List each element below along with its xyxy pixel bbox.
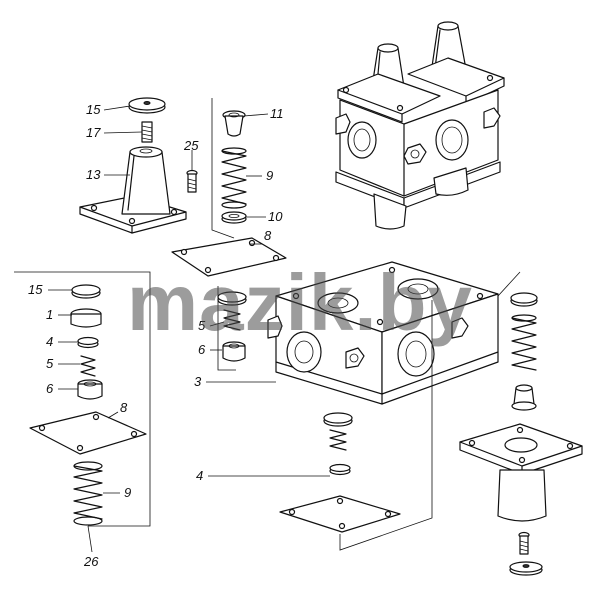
bracket-bottom — [339, 300, 433, 551]
part-6-bush-left — [77, 379, 103, 400]
part-4-washer-left — [77, 336, 99, 349]
part-25-screw — [186, 169, 198, 193]
left-panel-bracket — [14, 271, 151, 527]
part-disc-right-bottom — [509, 561, 543, 576]
part-4-washer-bottom — [329, 463, 351, 476]
label-left-9: 9 — [124, 485, 131, 500]
part-screw-right — [518, 531, 530, 555]
part-8-gasket-bottom — [279, 495, 401, 533]
part-5-spring-left — [80, 355, 96, 377]
callout-labels: 15 17 13 25 11 9 10 8 15 1 4 5 6 8 9 26 … — [28, 102, 284, 569]
part-9-spring-top — [221, 147, 247, 209]
part-6-bush-mid — [222, 341, 246, 362]
label-top-10: 10 — [268, 209, 283, 224]
part-15-cap-top — [128, 97, 166, 114]
part-9-spring-left — [73, 461, 103, 526]
label-top-11: 11 — [270, 106, 284, 121]
label-mid-3: 3 — [194, 374, 202, 389]
part-3-body — [267, 261, 499, 405]
leader-body-right — [497, 271, 521, 297]
part-11-sleeve — [222, 110, 246, 137]
label-top-8: 8 — [264, 228, 272, 243]
label-left-15: 15 — [28, 282, 43, 297]
label-top-13: 13 — [86, 167, 101, 182]
callout-leaders — [48, 105, 269, 553]
bracket-mid-stack — [217, 286, 236, 371]
label-mid-6: 6 — [198, 342, 206, 357]
label-top-9: 9 — [266, 168, 273, 183]
part-spring-right — [511, 314, 537, 371]
part-stem-right — [511, 384, 537, 411]
part-13-cover — [79, 146, 187, 234]
label-left-1: 1 — [46, 307, 53, 322]
part-spring-bottom-small — [323, 412, 353, 451]
label-bottom-4: 4 — [196, 468, 203, 483]
label-top-15: 15 — [86, 102, 101, 117]
part-15-cap-left — [71, 284, 101, 299]
part-disc-right-top — [510, 292, 538, 307]
label-mid-5: 5 — [198, 318, 206, 333]
label-left-26: 26 — [83, 554, 99, 569]
label-top-25: 25 — [183, 138, 199, 153]
part-8-gasket-left — [29, 411, 147, 455]
part-8-gasket-top — [171, 237, 287, 277]
part-10-washer — [221, 211, 247, 224]
label-left-8: 8 — [120, 400, 128, 415]
assembled-valve — [335, 21, 505, 230]
watermark-text: mazik.by — [127, 258, 473, 347]
part-1-piston — [70, 308, 102, 328]
label-top-17: 17 — [86, 125, 101, 140]
label-left-5: 5 — [46, 356, 54, 371]
label-left-4: 4 — [46, 334, 53, 349]
part-17-screw — [141, 121, 153, 143]
part-cover-right — [459, 423, 583, 522]
label-left-6: 6 — [46, 381, 54, 396]
bracket-top-stack — [211, 98, 235, 239]
